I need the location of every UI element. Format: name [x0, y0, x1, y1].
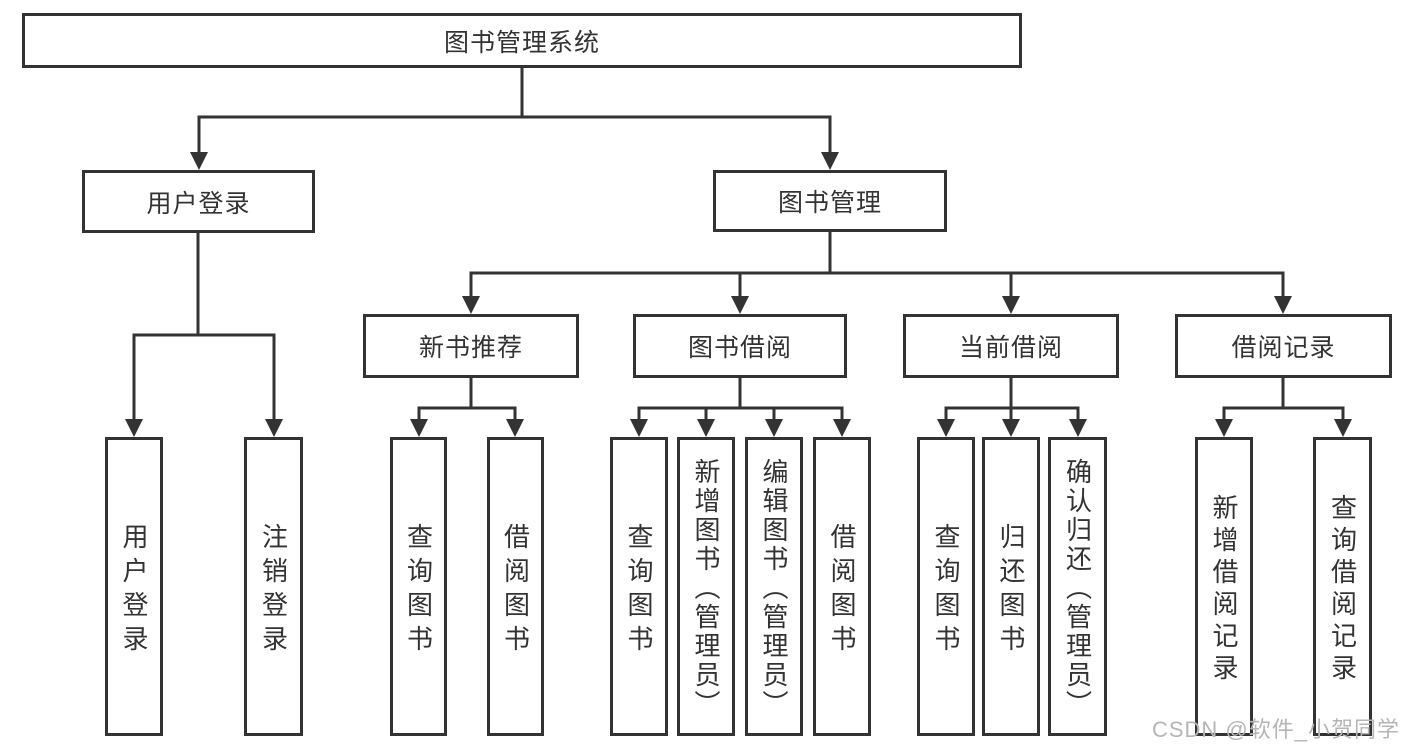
arrow-down-icon: [1002, 419, 1020, 437]
arrow-down-icon: [125, 419, 143, 437]
arrow-down-icon: [265, 419, 283, 437]
leaf-label: 用户登录: [119, 522, 149, 659]
arrow-down-icon: [697, 419, 715, 437]
node-label: 当前借阅: [958, 334, 1063, 362]
node-label: 新书推荐: [418, 334, 523, 362]
leaf-label: 查询图书: [403, 522, 434, 659]
leaf-label: 注销登录: [258, 522, 289, 659]
connector-borrow-records: [1215, 374, 1352, 437]
connector-current-borrow: [937, 374, 1087, 437]
arrow-down-icon: [833, 419, 851, 437]
leaf-user-login: 用户登录: [105, 437, 163, 736]
arrow-down-icon: [1334, 419, 1352, 437]
arrow-down-icon: [1215, 419, 1233, 437]
node-label: 用户登录: [146, 189, 251, 218]
connector-line: [1222, 374, 1345, 422]
leaf-label: 借阅图书: [827, 522, 857, 659]
connector-user-login: [125, 229, 283, 437]
leaf-label: 归还图书: [996, 522, 1026, 659]
arrow-down-icon: [731, 296, 749, 314]
leaf-borrow-books-1: 借阅图书: [487, 437, 544, 736]
leaf-label: 新增图书（管理员）: [691, 457, 721, 719]
leaf-logout-login: 注销登录: [244, 437, 303, 736]
arrow-down-icon: [1002, 296, 1020, 314]
leaf-label: 查询借阅记录: [1327, 493, 1358, 686]
arrow-down-icon: [1069, 419, 1087, 437]
node-label: 图书借阅: [687, 334, 792, 362]
arrow-down-icon: [821, 152, 839, 170]
node-label: 图书管理: [777, 189, 882, 217]
leaf-query-books-1: 查询图书: [390, 437, 447, 736]
node-new-book-recommend: 新书推荐: [363, 314, 579, 378]
arrow-down-icon: [937, 419, 955, 437]
leaf-return-book: 归还图书: [982, 437, 1040, 736]
leaf-label: 借阅图书: [500, 522, 531, 659]
leaf-label: 新增借阅记录: [1209, 493, 1239, 686]
node-user-login: 用户登录: [82, 170, 315, 233]
leaf-label: 编辑图书（管理员）: [759, 457, 789, 719]
node-root: 图书管理系统: [22, 13, 1022, 68]
csdn-watermark: CSDN @软件_小贺同学: [1151, 717, 1400, 742]
leaf-query-borrow-record: 查询借阅记录: [1313, 437, 1372, 736]
leaf-add-borrow-record: 新增借阅记录: [1195, 437, 1253, 736]
node-current-borrow: 当前借阅: [903, 314, 1119, 378]
arrow-down-icon: [630, 419, 648, 437]
leaf-confirm-return-admin: 确认归还（管理员）: [1048, 437, 1107, 736]
arrow-down-icon: [410, 419, 428, 437]
leaf-query-books-2: 查询图书: [610, 437, 668, 736]
node-label: 图书管理系统: [443, 28, 600, 57]
connector-line: [197, 64, 832, 154]
connector-book-management: [462, 228, 1292, 314]
connector-new-book-recommend: [410, 374, 524, 437]
leaf-query-books-3: 查询图书: [917, 437, 975, 736]
leaf-label: 确认归还（管理员）: [1062, 457, 1093, 719]
leaf-edit-book-admin: 编辑图书（管理员）: [745, 437, 803, 736]
node-label: 借阅记录: [1231, 334, 1336, 362]
leaf-borrow-books-2: 借阅图书: [813, 437, 871, 736]
arrow-down-icon: [190, 152, 208, 170]
connector-line: [637, 374, 844, 422]
arrow-down-icon: [462, 296, 480, 314]
connector-line: [469, 228, 1285, 299]
leaf-label: 查询图书: [931, 522, 961, 659]
leaf-add-book-admin: 新增图书（管理员）: [677, 437, 735, 736]
arrow-down-icon: [1274, 296, 1292, 314]
connector-line: [944, 374, 1080, 422]
node-book-management: 图书管理: [713, 170, 947, 232]
connector-line: [417, 374, 517, 422]
node-borrow-records: 借阅记录: [1175, 314, 1392, 378]
connector-book-borrow: [630, 374, 851, 437]
connector-root: [190, 64, 839, 170]
node-book-borrow: 图书借阅: [633, 314, 847, 378]
connector-line: [132, 229, 276, 422]
arrow-down-icon: [506, 419, 524, 437]
leaf-label: 查询图书: [624, 522, 654, 659]
arrow-down-icon: [765, 419, 783, 437]
